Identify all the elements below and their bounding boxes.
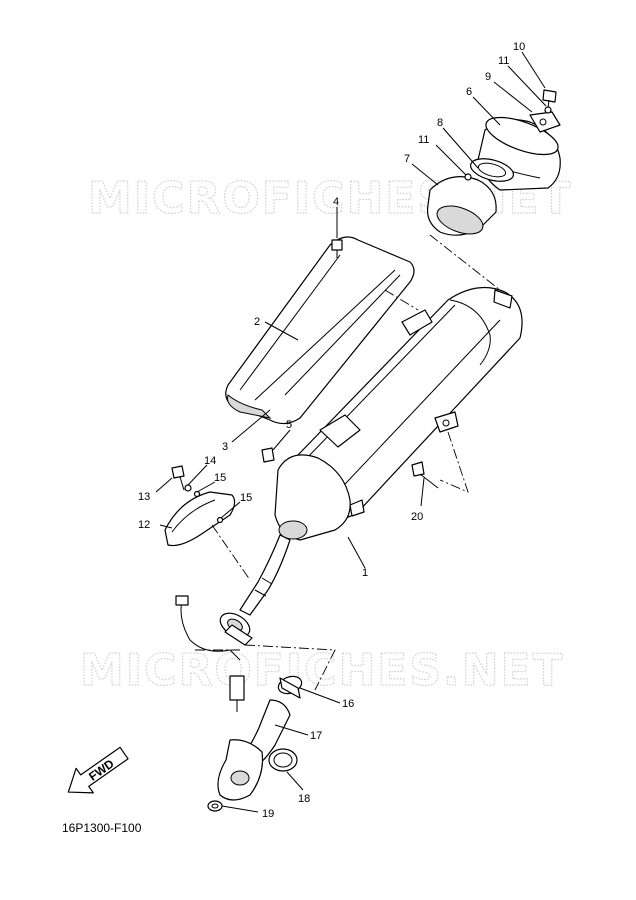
callout-15-right: 15 [240, 492, 252, 504]
callout-5: 5 [286, 419, 292, 431]
bolt-13 [171, 465, 185, 491]
callout-9: 9 [485, 71, 491, 83]
callout-11-top: 11 [498, 55, 509, 67]
callout-11-mid: 11 [418, 134, 429, 146]
muffler-cover [426, 176, 497, 236]
washer-11-mid [464, 173, 472, 181]
callout-12: 12 [138, 519, 150, 531]
washer-14 [184, 484, 192, 492]
cap-plate [529, 111, 561, 133]
bolt-5 [261, 447, 275, 463]
callout-2: 2 [254, 316, 260, 328]
muffler-body [219, 286, 523, 646]
washer-11-top [544, 106, 552, 114]
assembly-lines [195, 234, 501, 691]
callout-16: 16 [342, 698, 354, 710]
callout-8: 8 [437, 117, 443, 129]
watermark-bottom: MICROFICHES.NET [80, 645, 565, 696]
bolt-20 [411, 461, 439, 489]
leader-lines [155, 51, 547, 813]
callout-7: 7 [404, 153, 410, 165]
forward-arrow: FWD [67, 746, 129, 794]
o2-sensor [175, 595, 245, 712]
gasket-16 [277, 675, 303, 699]
callout-3: 3 [222, 441, 228, 453]
callout-15-top: 15 [214, 472, 226, 484]
heat-protector [225, 236, 415, 425]
callout-18: 18 [298, 793, 310, 805]
collar-15b [216, 516, 224, 524]
callout-14: 14 [204, 455, 216, 467]
diagram-code: 16P1300-F100 [62, 821, 142, 835]
bolt-10 [542, 89, 557, 109]
callout-10: 10 [513, 41, 525, 53]
gasket [469, 158, 515, 182]
pipe-protector [164, 491, 236, 547]
collar-15a [193, 490, 201, 498]
callout-17: 17 [310, 730, 322, 742]
exhaust-joint [217, 699, 291, 801]
callout-19: 19 [262, 808, 274, 820]
callout-13: 13 [138, 491, 150, 503]
callout-4: 4 [333, 196, 339, 208]
callouts: 1 2 3 4 5 6 7 8 9 10 11 11 12 13 14 15 1… [138, 41, 525, 820]
bolt-4 [331, 239, 343, 258]
gasket-ring [268, 748, 298, 772]
callout-6: 6 [466, 86, 472, 98]
callout-20: 20 [411, 511, 423, 523]
callout-1: 1 [362, 567, 368, 579]
nut-19 [207, 800, 223, 812]
